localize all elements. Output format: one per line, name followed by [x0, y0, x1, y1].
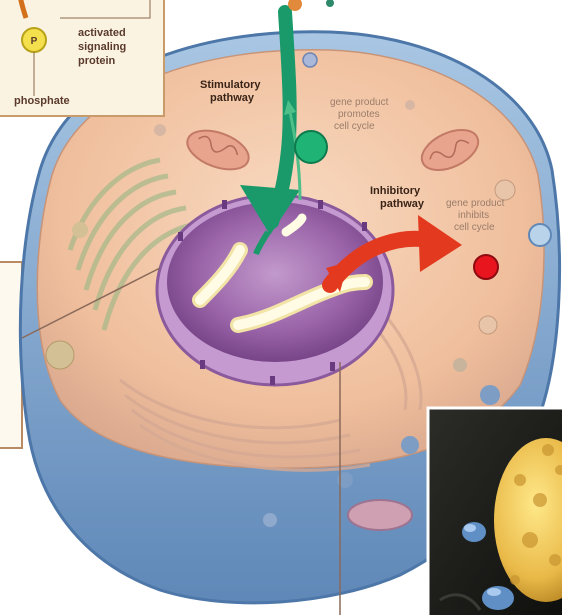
activated-protein-label-2: signaling — [78, 41, 126, 53]
inhibitory-gene-product — [474, 255, 498, 279]
inhibitory-title-2: pathway — [380, 198, 425, 210]
inhibitory-product-label-1: gene product — [446, 198, 505, 209]
mitochondrion-lower — [348, 500, 412, 530]
stimulatory-product-label-1: gene product — [330, 97, 389, 108]
signal-molecules-top — [288, 0, 334, 11]
inhibitory-product-label-2: inhibits — [458, 210, 489, 221]
activated-protein-label-3: protein — [78, 55, 116, 67]
stimulatory-title-2: pathway — [210, 92, 255, 104]
membrane-receptor — [529, 224, 551, 246]
stimulatory-gene-product — [295, 131, 327, 163]
stimulatory-product-label-3: cell cycle — [334, 121, 375, 132]
micrograph-inset — [428, 408, 562, 615]
inhibitory-title-1: Inhibitory — [370, 185, 421, 197]
inhibitory-product-label-3: cell cycle — [454, 222, 495, 233]
phosphate-label: phosphate — [14, 95, 70, 107]
left-label-box — [0, 262, 22, 448]
activated-protein-label-1: activated — [78, 27, 126, 39]
stimulatory-product-label-2: promotes — [338, 109, 380, 120]
stimulatory-title-1: Stimulatory — [200, 79, 261, 91]
phosphate-symbol: P — [31, 36, 38, 47]
